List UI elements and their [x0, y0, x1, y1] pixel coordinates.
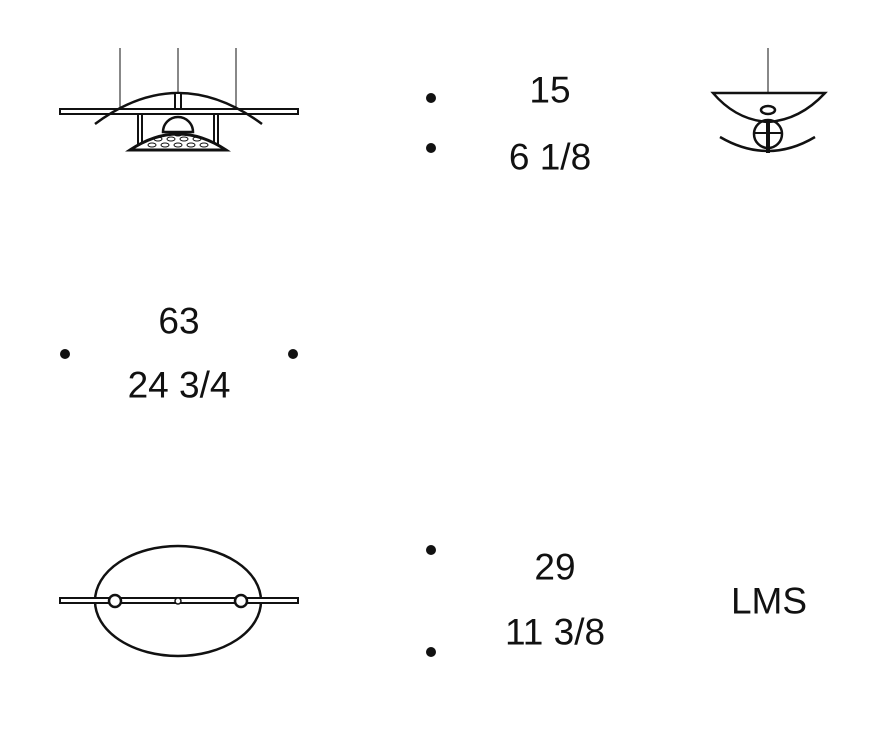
- light-source-label: LMS: [730, 580, 808, 622]
- height-dimension-dot-top: [426, 93, 436, 103]
- side-view-drawing: [710, 48, 828, 153]
- height-dimension-dot-bottom: [426, 143, 436, 153]
- width-dimension-dot-left: [60, 349, 70, 359]
- width-metric: 63: [158, 300, 200, 342]
- depth-dimension-dot-top: [426, 545, 436, 555]
- depth-imperial: 11 3/8: [504, 611, 606, 653]
- height-imperial: 6 1/8: [508, 136, 592, 178]
- depth-metric: 29: [534, 546, 576, 588]
- depth-dimension-dot-bottom: [426, 647, 436, 657]
- width-dimension-dot-right: [288, 349, 298, 359]
- front-view-drawing: [59, 48, 299, 152]
- height-metric: 15: [529, 69, 571, 111]
- width-imperial: 24 3/4: [127, 364, 231, 406]
- top-view-drawing: [59, 544, 299, 658]
